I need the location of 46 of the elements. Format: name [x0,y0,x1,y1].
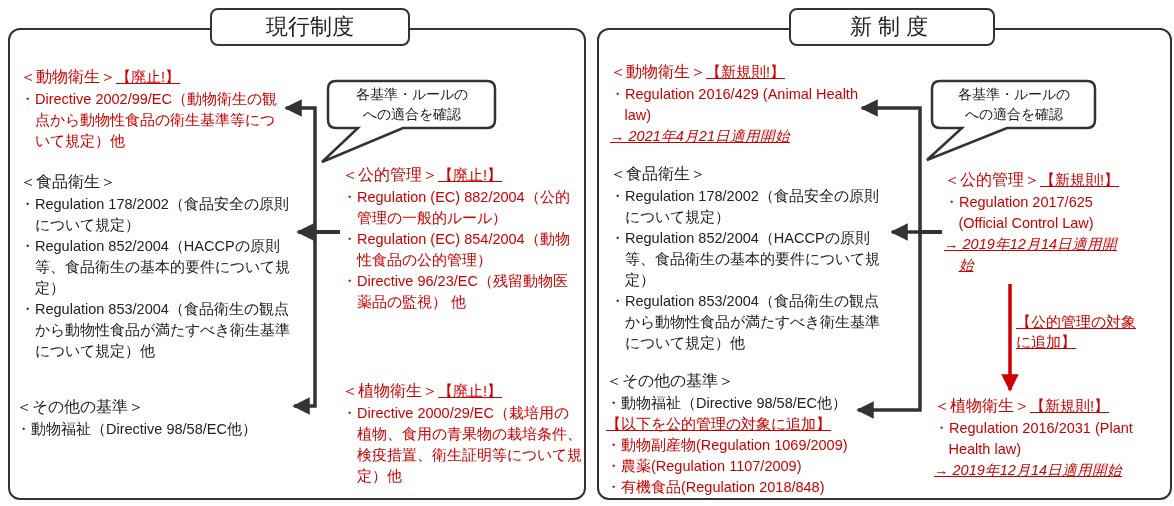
callout-text: 各基準・ルールのへの適合を確認 [956,85,1071,124]
panel-title: 現行制度 [210,8,410,46]
section-heading: ＜植物衛生＞ [342,381,438,401]
section-heading: ＜食品衛生＞ [610,164,706,184]
status-tag: 【廃止!】 [438,165,503,186]
section-heading: ＜公的管理＞ [944,170,1040,190]
section-heading: ＜動物衛生＞ [610,62,706,82]
regulation-item: ・農薬(Regulation 1107/2009) [606,457,803,476]
status-tag: 【新規則!】 [1040,170,1120,191]
section-heading: ＜その他の基準＞ [606,371,734,391]
regulation-item: ・Regulation (EC) 854/2004（動物性食品の公的管理） [342,230,571,270]
section-heading: ＜動物衛生＞ [20,67,116,87]
section-heading: ＜その他の基準＞ [16,397,144,417]
status-tag: 【新規則!】 [706,62,786,83]
regulation-item: ・動物福祉（Directive 98/58/EC他） [16,420,258,439]
note: 【以下を公的管理の対象に追加】 [606,415,832,434]
regulation-item: ・Regulation 853/2004（食品衛生の観点から動物性食品が満たすべき衛生基準について規定）他 [20,300,291,361]
section-heading: ＜植物衛生＞ [934,396,1030,416]
regulation-item: ・動物副産物(Regulation 1069/2009) [606,436,849,455]
date-note: → 2021年4月21日適用開始 [610,127,792,146]
regulation-item: ・Regulation 852/2004（HACCPの原則等、食品衛生の基本的要件について規定） [20,237,291,298]
date-note: → 2019年12月14日適用開始 [944,235,1119,275]
section-heading: ＜公的管理＞ [342,165,438,185]
regulation-item: ・Regulation 2017/625 (Official Control Law) [944,193,1095,233]
status-tag: 【廃止!】 [116,67,181,88]
section-heading: ＜食品衛生＞ [20,172,116,192]
regulation-item: ・Regulation 178/2002（食品安全の原則について規定） [610,187,880,227]
regulation-item: ・動物福祉（Directive 98/58/EC他） [606,394,848,413]
status-tag: 【廃止!】 [438,381,503,402]
status-tag: 【新規則!】 [1030,396,1110,417]
regulation-item: ・Regulation 2016/2031 (Plant Health law) [934,419,1134,459]
regulation-item: ・Regulation 178/2002（食品安全の原則について規定） [20,195,290,235]
regulation-item: ・Regulation (EC) 882/2004（公的管理の一般的ルール） [342,188,571,228]
regulation-item: ・Regulation 853/2004（食品衛生の観点から動物性食品が満たすべき衛生基準について規定）他 [610,292,881,353]
date-note: → 2019年12月14日適用開始 [934,461,1124,480]
regulation-item: ・Regulation 2016/429 (Animal Health law) [610,85,859,125]
regulation-item: ・Directive 2002/99/EC（動物衛生の観点から動物性食品の衛生基準等について規定）他 [20,90,278,151]
arrow [856,230,942,419]
arrow [292,230,340,415]
regulation-item: ・Directive 2000/29/EC（栽培用の植物、食用の青果物の栽培条件、検疫措置、衛生証明等について規定）他 [342,404,582,486]
regulation-item: ・有機食品(Regulation 2018/848) [606,478,826,497]
regulation-item: ・Directive 96/23/EC（残留動物医薬品の監視） 他 [342,272,569,312]
panel-title: 新制度 [789,8,995,46]
callout-text: 各基準・ルールのへの適合を確認 [354,85,469,124]
regulation-item: ・Regulation 852/2004（HACCPの原則等、食品衛生の基本的要件について規定） [610,229,881,290]
arrow [1001,284,1019,392]
